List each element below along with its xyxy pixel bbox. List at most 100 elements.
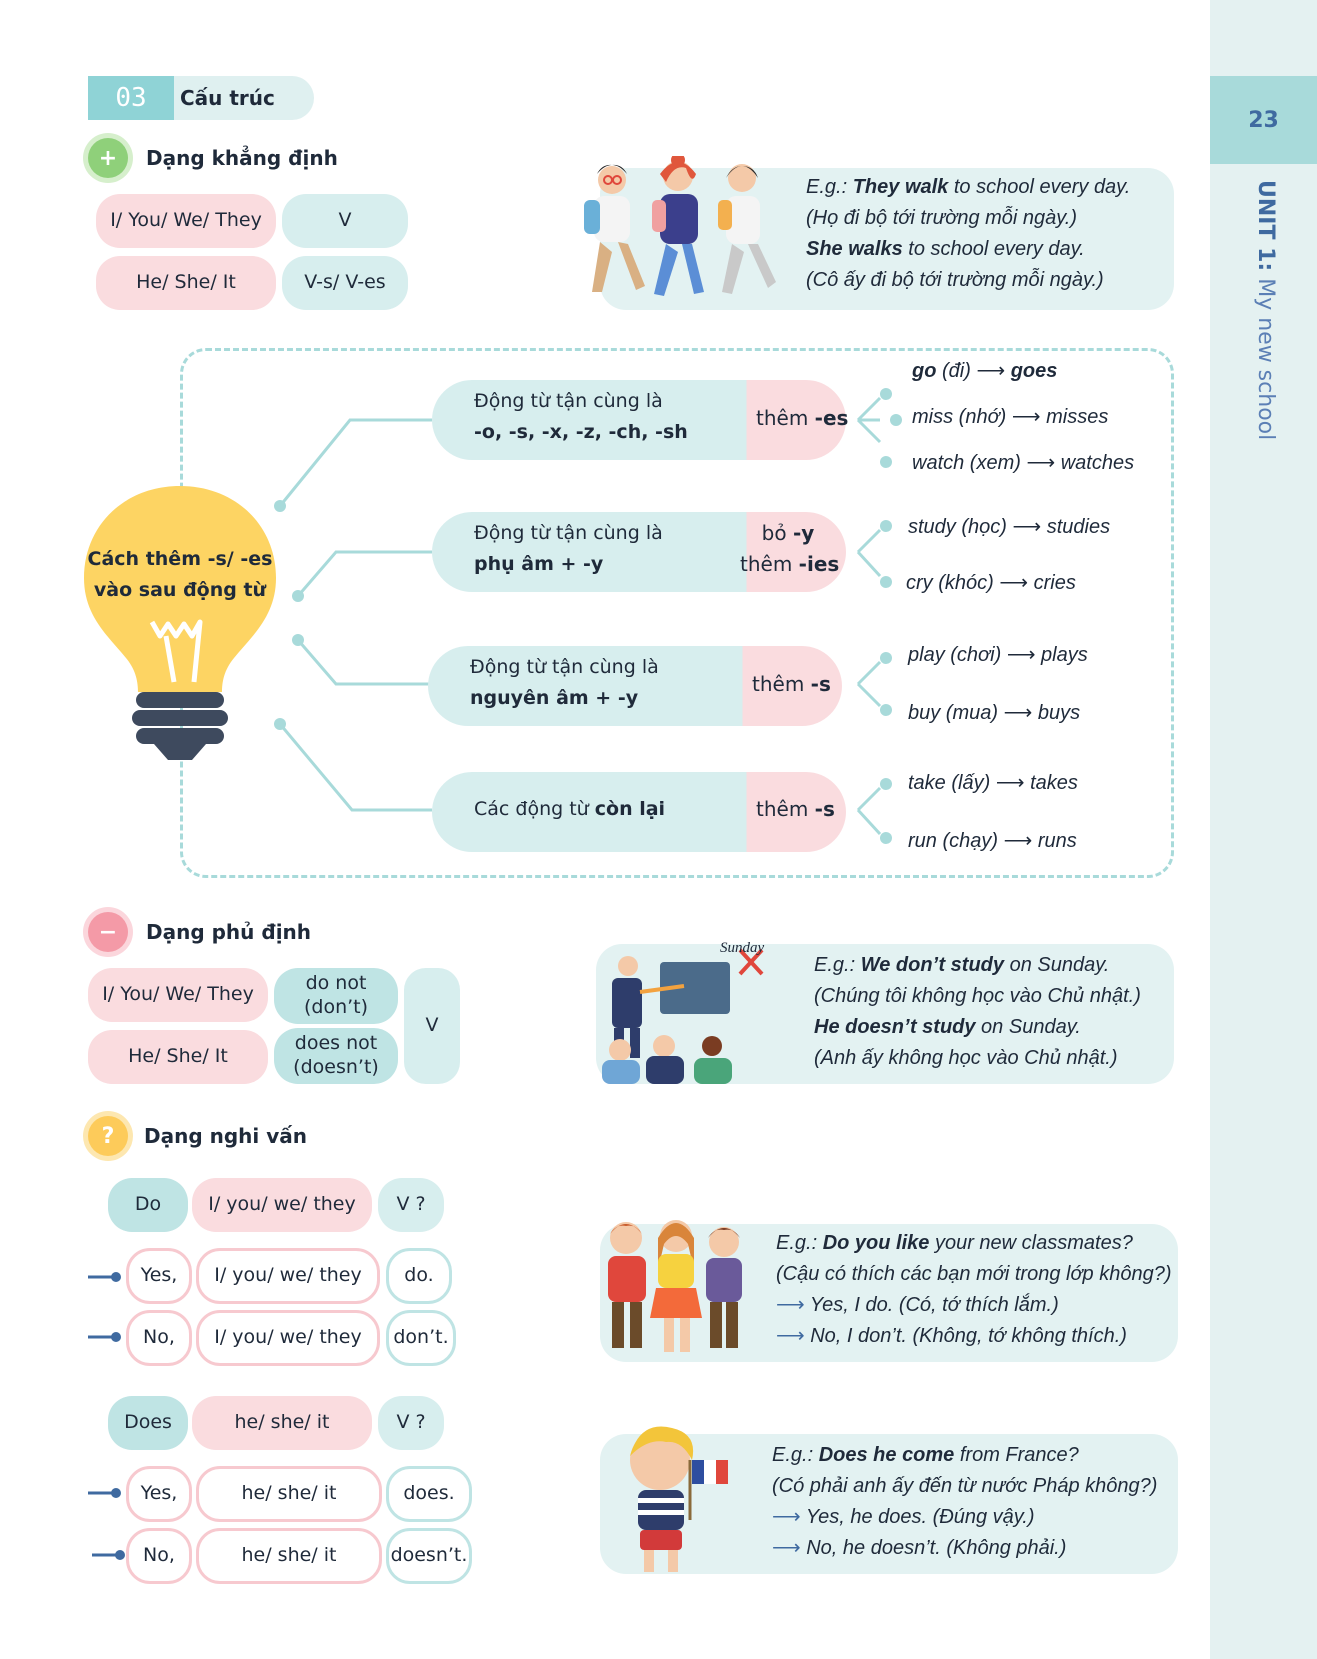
interrogative-title: Dạng nghi vấn (144, 1124, 307, 1148)
affirmative-title: Dạng khẳng định (146, 146, 338, 170)
classmates-illustration (608, 1220, 742, 1352)
rule-4-condition: Các động từ còn lại (474, 798, 666, 820)
example-line: (Cô ấy đi bộ tới trường mỗi ngày.) (806, 269, 1104, 291)
example-line: (Cậu có thích các bạn mới trong lớp khôn… (776, 1263, 1172, 1285)
arrow-right-icon: ⟶ (1012, 516, 1042, 538)
example-line: (Chúng tôi không học vào Chủ nhật.) (814, 985, 1141, 1007)
example-line: E.g.: They walk to school every day. (806, 176, 1131, 198)
example-line: E.g.: We don’t study on Sunday. (814, 954, 1110, 976)
verb-example: buy (mua) ⟶ buys (908, 702, 1081, 724)
rule-box-4 (432, 772, 846, 852)
verb-example: go (đi) ⟶ goes (912, 360, 1058, 382)
rule-box-1 (432, 380, 846, 460)
answer-arrow-icon (88, 1488, 121, 1498)
page-number: 23 (1210, 76, 1317, 164)
verb-example: take (lấy) ⟶ takes (908, 772, 1078, 794)
rule-2-action: bỏ -y thêm -ies (740, 521, 840, 576)
interrogative-example-box-2 (600, 1434, 1178, 1574)
answer-no: No, (126, 1310, 192, 1366)
rule-1-action: thêm -es (756, 406, 849, 430)
interrogative-example-text-1: E.g.: Do you like your new classmates? (… (776, 1228, 1172, 1352)
rule-3-action: thêm -s (752, 672, 831, 696)
answer-aux: does. (386, 1466, 472, 1522)
answer-no: No, (126, 1528, 192, 1584)
affirmative-verb-1: V (282, 194, 408, 248)
affirmative-verb-2: V-s/ V-es (282, 256, 408, 310)
unit-label: UNIT 1: My new school (1253, 180, 1278, 441)
answer-arrow-icon (92, 1550, 125, 1560)
rule-3-condition: Động từ tận cùng là nguyên âm + -y (470, 656, 659, 709)
example-line: ⟶ Yes, he does. (Đúng vậy.) (772, 1506, 1035, 1528)
rule-1-condition: Động từ tận cùng là -o, -s, -x, -z, -ch,… (474, 390, 688, 443)
affirmative-subject-2: He/ She/ It (96, 256, 276, 310)
mindmap-center-text: Cách thêm -s/ -es vào sau động từ (87, 548, 273, 601)
negative-verb: V (404, 968, 460, 1084)
example-line: She walks to school every day. (806, 238, 1085, 260)
plus-icon: + (88, 138, 128, 178)
verb-example: run (chạy) ⟶ runs (908, 830, 1077, 852)
answer-arrow-icon (88, 1272, 121, 1282)
answer-arrow-icon (88, 1332, 121, 1342)
negative-title: Dạng phủ định (146, 920, 312, 944)
answer-subject: I/ you/ we/ they (196, 1310, 380, 1366)
section-title: Cấu trúc (180, 86, 275, 110)
answer-yes: Yes, (126, 1248, 192, 1304)
negative-subject-1: I/ You/ We/ They (88, 968, 268, 1022)
answer-aux: don’t. (386, 1310, 456, 1366)
arrow-right-icon: ⟶ (776, 1294, 805, 1316)
negative-aux-1: do not(don’t) (274, 968, 398, 1024)
side-strip (1210, 0, 1317, 1659)
question-subject: I/ you/ we/ they (192, 1178, 372, 1232)
affirmative-subject-1: I/ You/ We/ They (96, 194, 276, 248)
question-subject: he/ she/ it (192, 1396, 372, 1450)
answer-aux: doesn’t. (386, 1528, 472, 1584)
classroom-illustration (602, 948, 764, 1084)
arrow-right-icon: ⟶ (1006, 644, 1036, 666)
verb-example: watch (xem) ⟶ watches (912, 452, 1135, 474)
verb-example: study (học) ⟶ studies (908, 516, 1111, 538)
arrow-right-icon: ⟶ (1003, 830, 1033, 852)
answer-subject: he/ she/ it (196, 1466, 382, 1522)
boy-with-flag-illustration (630, 1426, 728, 1572)
arrow-right-icon: ⟶ (1003, 702, 1033, 724)
rule-2-condition: Động từ tận cùng là phụ âm + -y (474, 522, 663, 575)
minus-icon: − (88, 912, 128, 952)
aux-do: Do (108, 1178, 188, 1232)
verb-example: play (chơi) ⟶ plays (908, 644, 1088, 666)
answer-subject: I/ you/ we/ they (196, 1248, 380, 1304)
arrow-right-icon: ⟶ (1026, 452, 1056, 474)
example-line: E.g.: Does he come from France? (772, 1444, 1079, 1466)
verb-example: miss (nhớ) ⟶ misses (912, 406, 1109, 428)
mindmap-connectors (274, 388, 902, 844)
arrow-right-icon: ⟶ (1011, 406, 1041, 428)
aux-does: Does (108, 1396, 188, 1450)
arrow-right-icon: ⟶ (772, 1506, 801, 1528)
arrow-right-icon: ⟶ (772, 1537, 801, 1559)
interrogative-example-text-2: E.g.: Does he come from France? (Có phải… (772, 1440, 1157, 1564)
answer-yes: Yes, (126, 1466, 192, 1522)
example-line: He doesn’t study on Sunday. (814, 1016, 1081, 1038)
arrow-right-icon: ⟶ (976, 360, 1006, 382)
question-verb: V ? (378, 1396, 444, 1450)
example-line: (Có phải anh ấy đến từ nước Pháp không?) (772, 1475, 1158, 1497)
question-icon: ? (88, 1116, 128, 1156)
example-line: (Anh ấy không học vào Chủ nhật.) (814, 1047, 1118, 1069)
arrow-right-icon: ⟶ (999, 572, 1029, 594)
example-line: E.g.: Do you like your new classmates? (776, 1232, 1133, 1254)
example-line: (Họ đi bộ tới trường mỗi ngày.) (806, 207, 1078, 229)
question-verb: V ? (378, 1178, 444, 1232)
rule-4-action: thêm -s (756, 797, 835, 821)
lightbulb-icon (84, 486, 276, 760)
arrow-right-icon: ⟶ (776, 1325, 805, 1347)
section-number: 03 (88, 76, 174, 120)
answer-subject: he/ she/ it (196, 1528, 382, 1584)
arrow-right-icon: ⟶ (995, 772, 1025, 794)
rule-box-3 (428, 646, 842, 726)
sunday-caption: Sunday (720, 940, 765, 956)
students-walking-illustration (584, 156, 776, 296)
affirmative-example-text: E.g.: They walk to school every day. (Họ… (806, 172, 1130, 296)
negative-subject-2: He/ She/ It (88, 1030, 268, 1084)
verb-example: cry (khóc) ⟶ cries (906, 572, 1076, 594)
rule-box-2 (432, 512, 846, 592)
example-line: ⟶ No, he doesn’t. (Không phải.) (772, 1537, 1067, 1559)
